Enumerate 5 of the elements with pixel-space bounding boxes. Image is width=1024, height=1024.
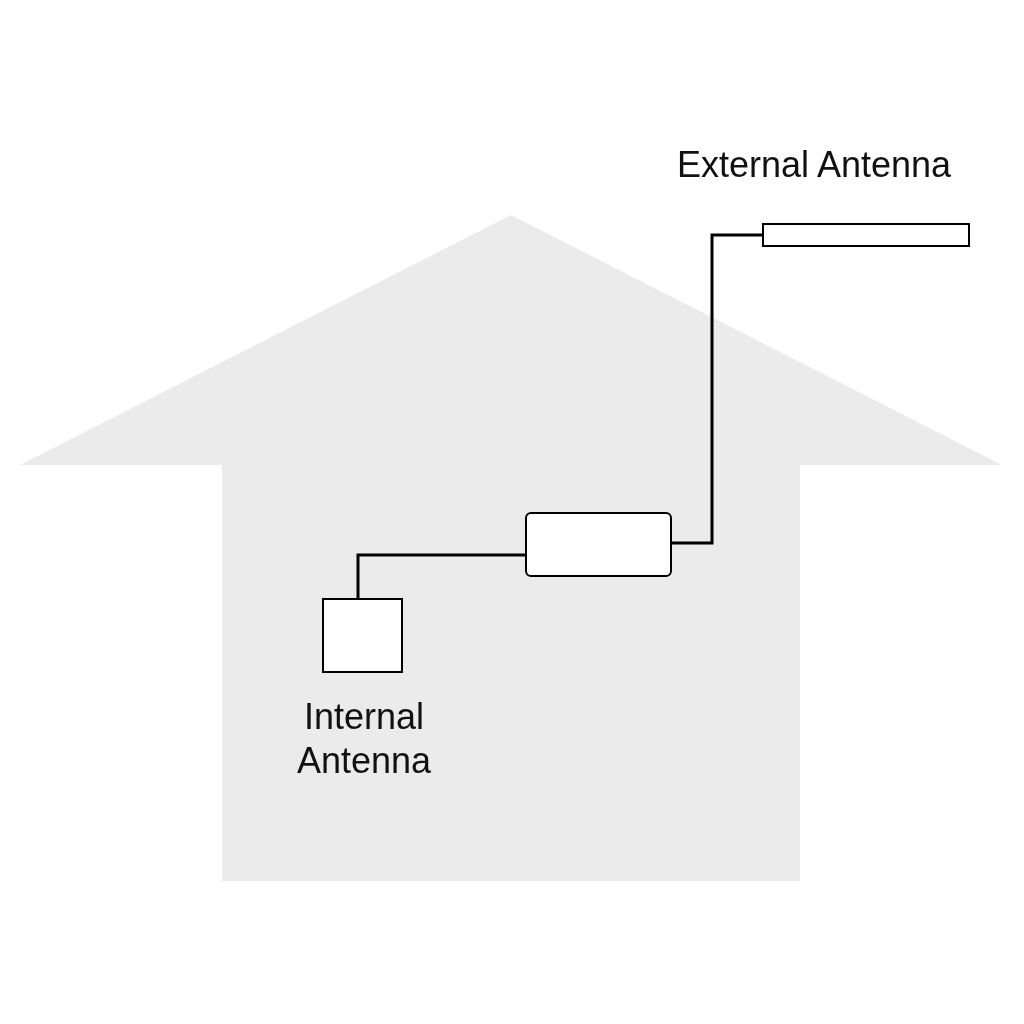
cable [672, 233, 762, 545]
signal-booster [525, 512, 672, 577]
antenna-label: Internal Antenna [295, 695, 433, 783]
cable [356, 553, 525, 598]
antenna-label: External Antenna [675, 143, 953, 187]
